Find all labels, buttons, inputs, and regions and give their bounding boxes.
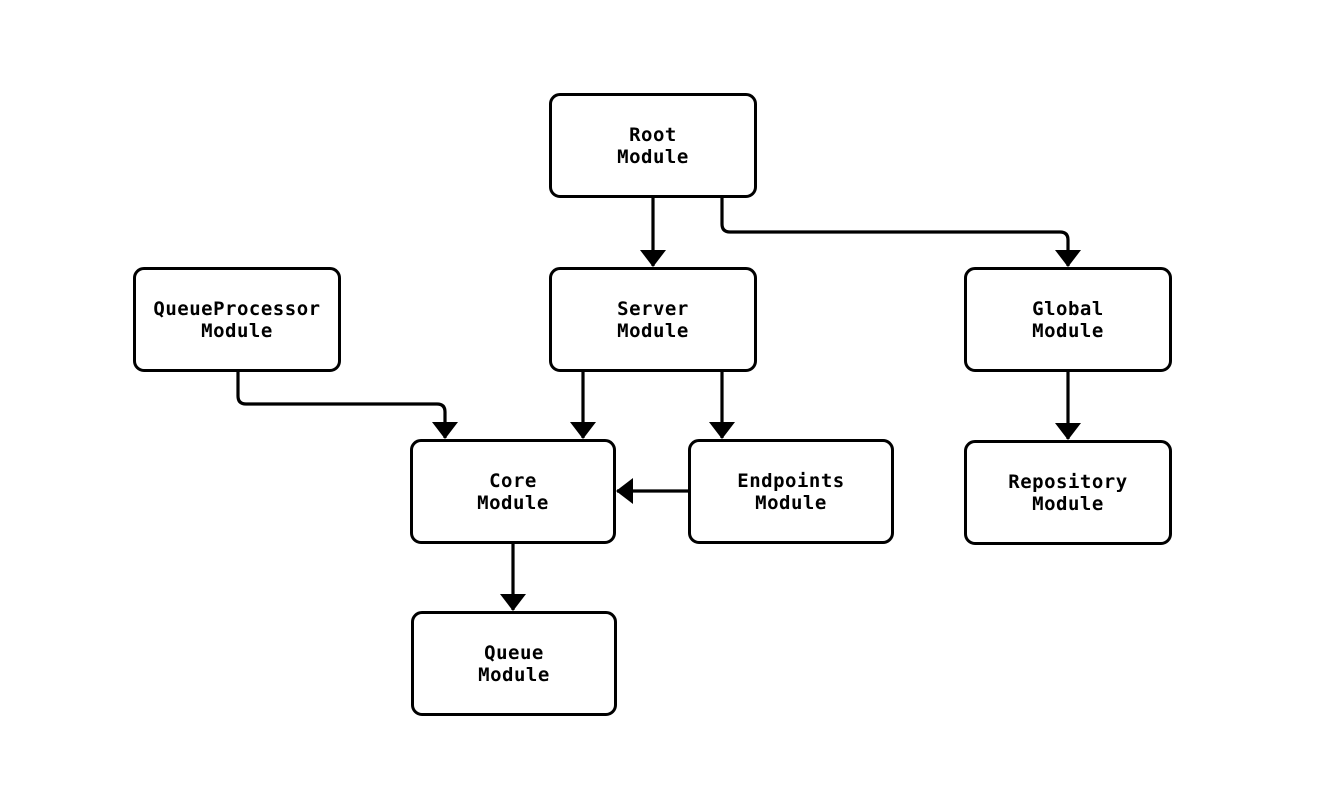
node-queueprocessor-module: QueueProcessor Module [133,267,341,372]
node-repository-module-label-line1: Repository [1008,470,1128,493]
node-endpoints-module: Endpoints Module [688,439,894,544]
node-repository-module-label-line2: Module [1032,492,1104,515]
node-server-module: Server Module [549,267,757,372]
node-endpoints-module-label-line1: Endpoints [737,469,845,492]
node-global-module: Global Module [964,267,1172,372]
node-repository-module: Repository Module [964,440,1172,545]
node-global-module-label-line2: Module [1032,319,1104,342]
node-queue-module-label-line2: Module [478,663,550,686]
node-queueprocessor-module-label-line2: Module [201,319,273,342]
node-core-module-label-line1: Core [489,469,537,492]
node-queueprocessor-module-label-line1: QueueProcessor [153,297,321,320]
edge-queueprocessor-to-core [236,372,458,439]
node-queue-module-label-line1: Queue [484,641,544,664]
node-server-module-label-line1: Server [617,297,689,320]
node-root-module-label-line2: Module [617,145,689,168]
node-server-module-label-line2: Module [617,319,689,342]
node-root-module-label-line1: Root [629,123,677,146]
node-global-module-label-line1: Global [1032,297,1104,320]
node-core-module: Core Module [410,439,616,544]
node-queue-module: Queue Module [411,611,617,716]
node-root-module: Root Module [549,93,757,198]
edge-root-to-global [720,198,1081,267]
node-endpoints-module-label-line2: Module [755,491,827,514]
node-core-module-label-line2: Module [477,491,549,514]
